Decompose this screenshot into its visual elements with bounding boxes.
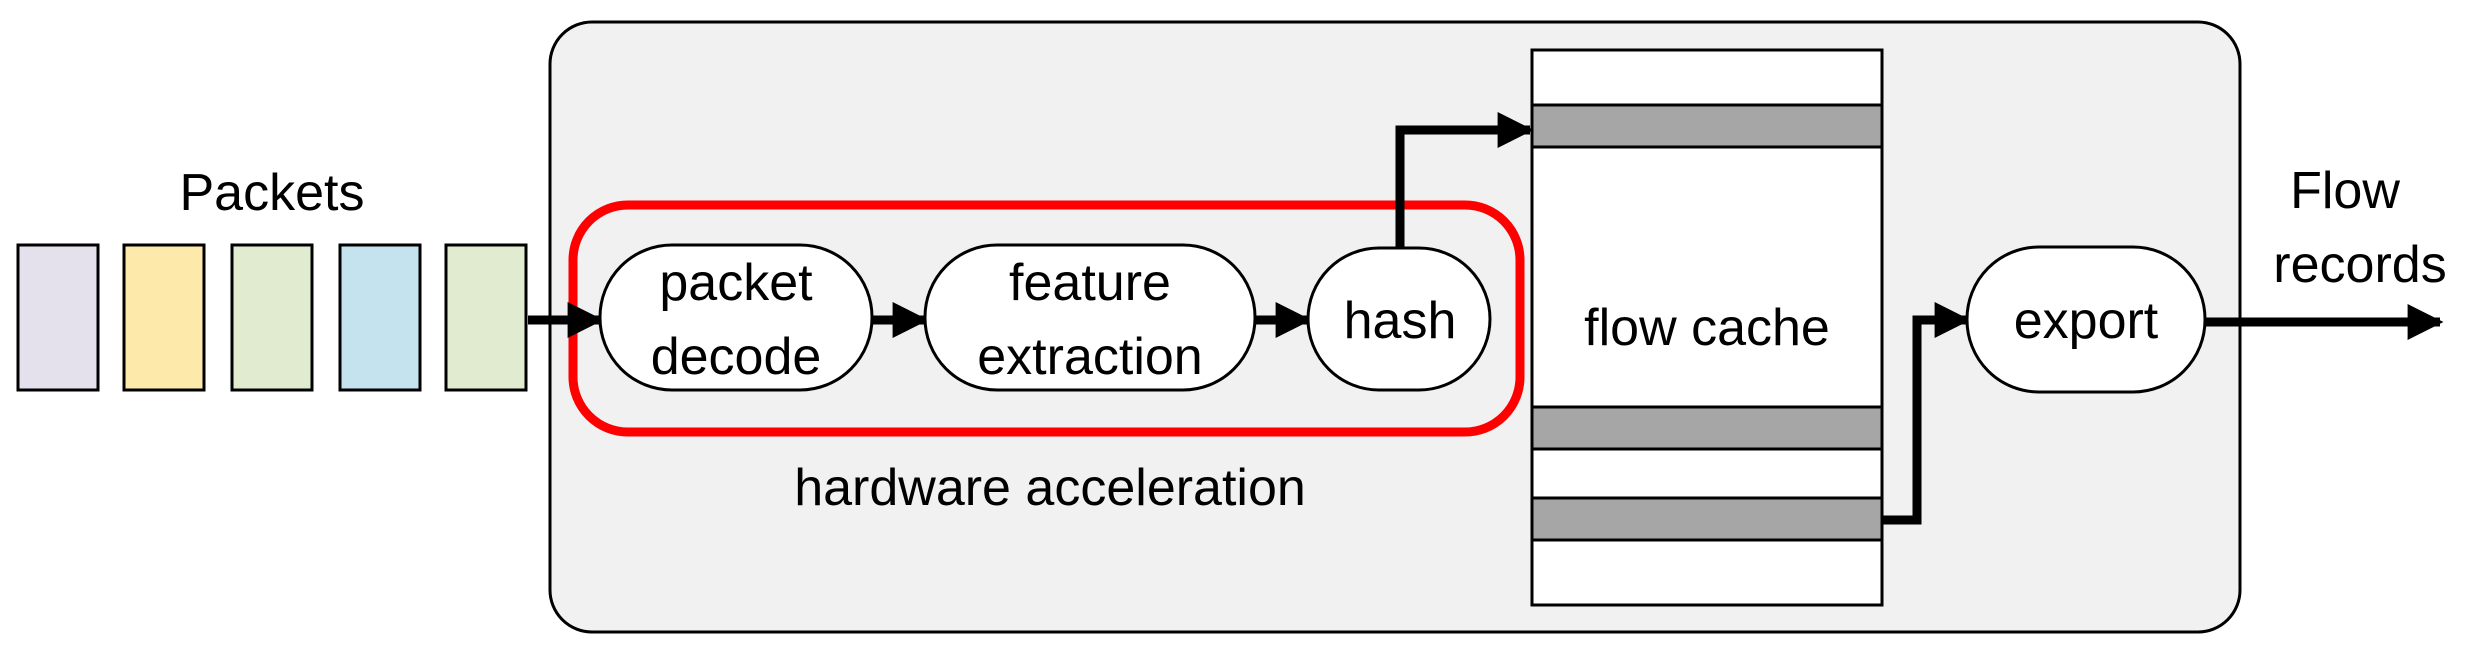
hash-to-cache-arrow [1395, 112, 1534, 248]
export-label: export [2014, 292, 2159, 350]
packet-decode-node [598, 243, 874, 392]
hash-label: hash [1344, 292, 1457, 350]
packet-box [338, 243, 422, 392]
feature-extraction-node [923, 243, 1257, 392]
flow-cache-slot [1530, 405, 1884, 451]
flow-cache-label: flow cache [1584, 299, 1830, 357]
hardware-acceleration-label: hardware acceleration [794, 459, 1306, 517]
cache-to-export-arrow [1882, 302, 1971, 525]
feature-extraction-label: feature [1009, 254, 1171, 312]
flow-records-label: Flow [2290, 162, 2400, 220]
packets-label: Packets [180, 164, 365, 222]
packet-box [444, 243, 528, 392]
packet-decode-label: decode [651, 328, 822, 386]
hash-node [1306, 246, 1492, 392]
flow-records-label: records [2273, 236, 2446, 294]
packet-box [230, 243, 314, 392]
packet-box [16, 243, 100, 392]
flow-cache-slot [1530, 496, 1884, 542]
feature-extraction-label: extraction [977, 328, 1202, 386]
packet-box [122, 243, 206, 392]
export-node [1965, 245, 2207, 394]
packet-decode-label: packet [659, 254, 813, 312]
flow-cache-slot [1530, 103, 1884, 149]
